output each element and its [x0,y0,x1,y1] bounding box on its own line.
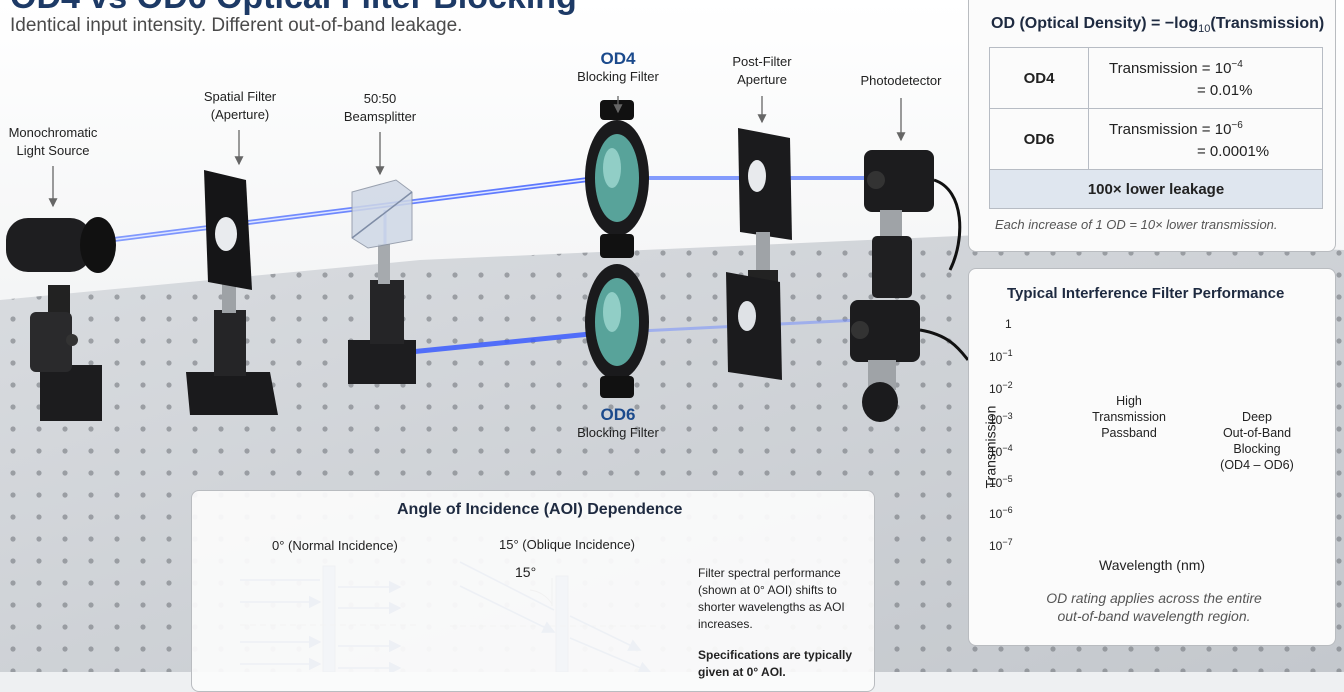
spatial-filter-label: Spatial Filter(Aperture) [203,89,277,122]
y-tick-label: 10−1 [989,348,1013,365]
aoi-description: Filter spectral performance(shown at 0° … [698,566,845,631]
post-filter-aperture [726,128,792,380]
od4-filter [585,100,649,258]
angle-label: 15° [515,564,537,580]
page-title: OD4 vs OD6 Optical Filter Blocking [10,0,577,17]
od6-filter [585,264,649,398]
aoi-title: Angle of Incidence (AOI) Dependence [397,501,683,518]
light-source [6,217,116,421]
y-tick-label: 10−3 [989,411,1013,428]
chart-title: Typical Interference Filter Performance [1007,285,1285,302]
page-subtitle: Identical input intensity. Different out… [10,15,463,36]
aoi-panel: Angle of Incidence (AOI) Dependence 0° (… [191,490,875,692]
y-tick-label: 10−6 [989,505,1013,522]
oblique-incidence-label: 15° (Oblique Incidence) [499,537,635,552]
normal-incidence-label: 0° (Normal Incidence) [272,538,398,553]
label-pointers [48,96,906,208]
y-tick-label: 10−4 [989,442,1013,459]
leakage-footer: 100× lower leakage [989,169,1323,209]
photodetector-label: Photodetector [860,73,942,88]
table-row: OD4 Transmission = 10−4 = 0.01% [989,47,1323,109]
x-axis-label: Wavelength (nm) [1099,557,1206,573]
y-tick-label: 10−5 [989,474,1013,490]
y-tick-label: 1 [1005,317,1012,331]
beamsplitter [348,179,416,384]
photodetector [850,150,970,422]
od-definition-panel: OD (Optical Density) = −log10(Transmissi… [968,0,1336,252]
y-tick-label: 10−7 [989,536,1013,553]
od-note: Each increase of 1 OD = 10× lower transm… [995,217,1278,232]
od-formula: OD (Optical Density) = −log10(Transmissi… [991,15,1325,36]
y-tick-label: 10−2 [989,379,1013,396]
od-table: OD4 Transmission = 10−4 = 0.01% OD6 Tran… [989,47,1323,209]
table-row: OD6 Transmission = 10−6 = 0.0001% [989,108,1323,170]
filter-chart-panel: Typical Interference Filter Performance … [968,268,1336,646]
spatial-filter [186,170,278,415]
